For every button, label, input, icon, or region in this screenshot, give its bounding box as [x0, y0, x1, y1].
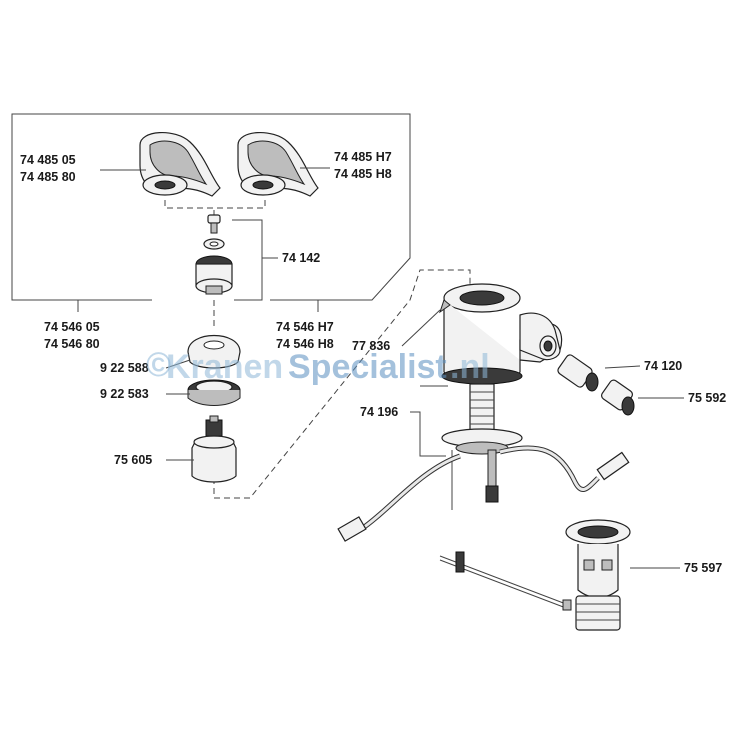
cover-cap: [187, 334, 241, 369]
watermark-copyright-symbol: ©: [146, 346, 171, 384]
faucet-body: [439, 283, 563, 381]
watermark: © Kranen Specialist .nl: [146, 346, 490, 386]
part-labels: 74 485 05 74 485 80 74 485 H7 74 485 H8 …: [20, 150, 726, 575]
ring: [187, 379, 241, 406]
aerator-part: [601, 379, 635, 416]
label-cap: 9 22 588: [100, 361, 149, 375]
popup-waste: [439, 519, 631, 631]
swivel-part: [557, 354, 599, 392]
spindle-adapter: [195, 255, 233, 295]
label-waste: 75 597: [684, 561, 722, 575]
label-lever: 77 836: [352, 339, 390, 353]
label-handle-left-a: 74 485 05: [20, 153, 76, 167]
label-cartridge: 75 605: [114, 453, 152, 467]
label-handle-left-b: 74 485 80: [20, 170, 76, 184]
leader-lines: [100, 167, 684, 569]
watermark-brand-b: Specialist: [288, 348, 447, 386]
screw-and-washer: [203, 214, 225, 250]
watermark-tld: .nl: [450, 348, 490, 386]
label-set-right-b: 74 546 H8: [276, 337, 334, 351]
label-screw-set: 74 142: [282, 251, 320, 265]
label-set-left-b: 74 546 80: [44, 337, 100, 351]
label-ring: 9 22 583: [100, 387, 149, 401]
label-handle-right-b: 74 485 H8: [334, 167, 392, 181]
label-set-right-a: 74 546 H7: [276, 320, 334, 334]
handle-right: [237, 131, 319, 197]
cartridge: [191, 415, 237, 483]
supply-hoses: [337, 445, 630, 542]
watermark-brand-a: Kranen: [166, 348, 283, 386]
handle-left: [139, 131, 221, 197]
label-set-left-a: 74 546 05: [44, 320, 100, 334]
label-aerator: 75 592: [688, 391, 726, 405]
label-swivel: 74 120: [644, 359, 682, 373]
label-handle-right-a: 74 485 H7: [334, 150, 392, 164]
handle-group-frame: [11, 113, 411, 312]
label-mount: 74 196: [360, 405, 398, 419]
mounting-assembly: [441, 367, 523, 510]
